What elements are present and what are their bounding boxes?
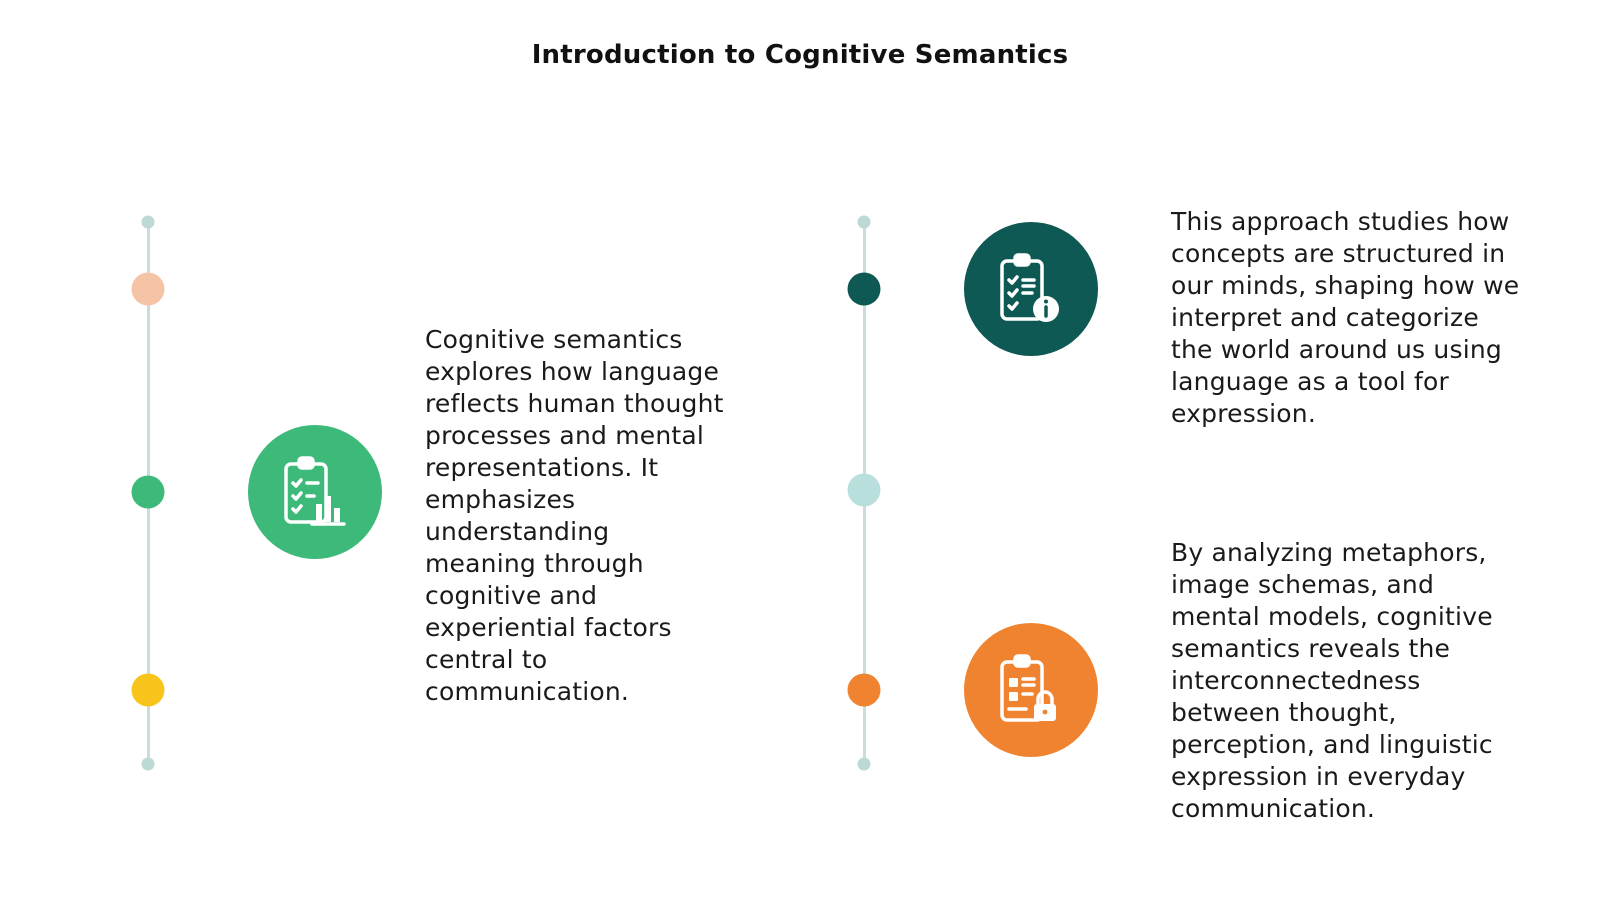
- right-timeline-bottom-dot: [857, 757, 871, 771]
- left-timeline-bottom-dot: [141, 757, 155, 771]
- clipboard-info-icon: [964, 222, 1098, 356]
- right-timeline-light-teal-dot: [847, 473, 881, 507]
- right-timeline-orange-dot: [847, 673, 881, 707]
- description-cognitive-semantics: Cognitive semantics explores how languag…: [425, 325, 724, 706]
- left-timeline-peach-dot: [131, 272, 165, 306]
- clipboard-chart-icon: [248, 425, 382, 559]
- left-timeline-yellow-dot: [131, 673, 165, 707]
- right-timeline-teal-dot: [847, 272, 881, 306]
- description-metaphors-analysis: By analyzing metaphors, image schemas, a…: [1171, 538, 1493, 823]
- left-timeline-green-dot: [131, 475, 165, 509]
- description-concept-structure: This approach studies how concepts are s…: [1171, 207, 1520, 428]
- page-title: Introduction to Cognitive Semantics: [531, 40, 1069, 70]
- left-timeline-top-dot: [141, 215, 155, 229]
- right-timeline-top-dot: [857, 215, 871, 229]
- clipboard-lock-icon: [964, 623, 1098, 757]
